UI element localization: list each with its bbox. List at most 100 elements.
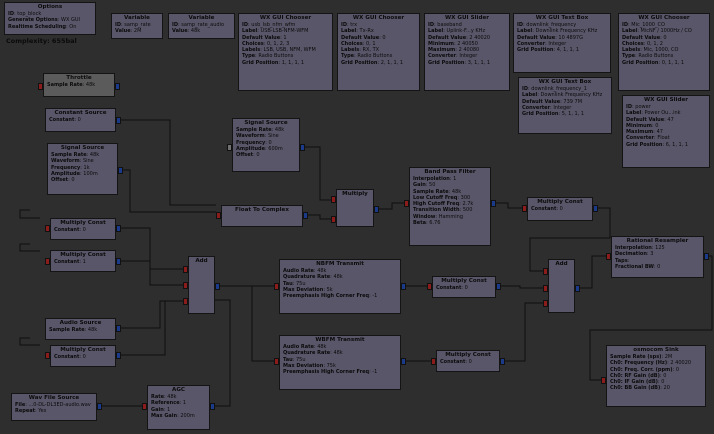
output-port[interactable] <box>116 117 121 124</box>
connection-wire[interactable] <box>501 285 543 289</box>
output-port[interactable] <box>215 283 220 290</box>
multiply-block[interactable]: Multiply <box>336 189 374 227</box>
output-port[interactable] <box>704 253 709 260</box>
connection-wire[interactable] <box>505 302 543 362</box>
output-port[interactable] <box>401 283 406 290</box>
output-port[interactable] <box>374 206 379 213</box>
param-separator: : <box>280 34 284 41</box>
connection-wire[interactable] <box>121 300 183 329</box>
input-port[interactable] <box>601 377 606 384</box>
output-port[interactable] <box>300 144 305 151</box>
output-port[interactable] <box>303 212 308 219</box>
output-port[interactable] <box>118 167 123 174</box>
message-port[interactable] <box>227 144 232 151</box>
input-port[interactable] <box>183 298 188 305</box>
connection-wire[interactable] <box>220 285 274 362</box>
connection-wire[interactable] <box>120 119 216 206</box>
output-port[interactable] <box>116 325 121 332</box>
connection-wire[interactable] <box>120 169 216 213</box>
input-port[interactable] <box>45 352 50 359</box>
input-port[interactable] <box>142 403 147 410</box>
add-2-block[interactable]: Add <box>548 259 575 313</box>
input-port[interactable] <box>45 225 50 232</box>
connection-wire[interactable] <box>305 146 331 201</box>
input-port[interactable] <box>404 200 409 207</box>
output-port[interactable] <box>575 285 580 292</box>
connection-wire[interactable] <box>379 202 404 210</box>
connection-wire[interactable] <box>19 243 40 252</box>
output-port[interactable] <box>115 83 120 90</box>
connection-wire[interactable] <box>19 337 40 346</box>
connection-wire[interactable] <box>580 255 606 289</box>
output-port[interactable] <box>210 403 215 410</box>
input-port[interactable] <box>606 253 611 260</box>
connection-wire[interactable] <box>496 202 522 209</box>
input-port[interactable] <box>274 358 279 365</box>
block-param: Default Value: 2 40020 <box>428 35 506 41</box>
connection-wire[interactable] <box>121 227 183 270</box>
connection-wire[interactable] <box>306 214 331 220</box>
output-port[interactable] <box>116 225 121 232</box>
param-separator: : <box>323 362 327 369</box>
output-port[interactable] <box>496 283 501 290</box>
input-port[interactable] <box>543 300 548 307</box>
param-value: usb_lsb_nfm_wfm <box>251 22 296 28</box>
output-port[interactable] <box>116 352 121 359</box>
input-port[interactable] <box>38 83 43 90</box>
input-port[interactable] <box>216 212 221 219</box>
output-port[interactable] <box>491 200 496 207</box>
output-port[interactable] <box>401 358 406 365</box>
connection-wire[interactable] <box>19 209 40 219</box>
float-to-complex-block[interactable]: Float To Complex <box>221 205 303 227</box>
input-port[interactable] <box>543 285 548 292</box>
connection-wire[interactable] <box>121 260 183 286</box>
output-port[interactable] <box>593 205 598 212</box>
output-port[interactable] <box>116 258 121 265</box>
input-port[interactable] <box>522 205 527 212</box>
input-port[interactable] <box>274 283 279 290</box>
input-port[interactable] <box>543 268 548 275</box>
add-1-block[interactable]: Add <box>188 256 215 314</box>
connection-wire[interactable] <box>121 301 166 356</box>
input-port[interactable] <box>427 283 432 290</box>
input-port[interactable] <box>183 266 188 273</box>
output-port[interactable] <box>500 358 505 365</box>
input-port[interactable] <box>45 258 50 265</box>
block-title: WX GUI Slider <box>643 97 688 103</box>
param-key: Value <box>115 28 131 35</box>
input-port[interactable] <box>183 282 188 289</box>
input-port[interactable] <box>331 216 336 223</box>
input-port[interactable] <box>331 196 336 203</box>
input-port[interactable] <box>431 358 436 365</box>
output-port[interactable] <box>97 403 102 410</box>
